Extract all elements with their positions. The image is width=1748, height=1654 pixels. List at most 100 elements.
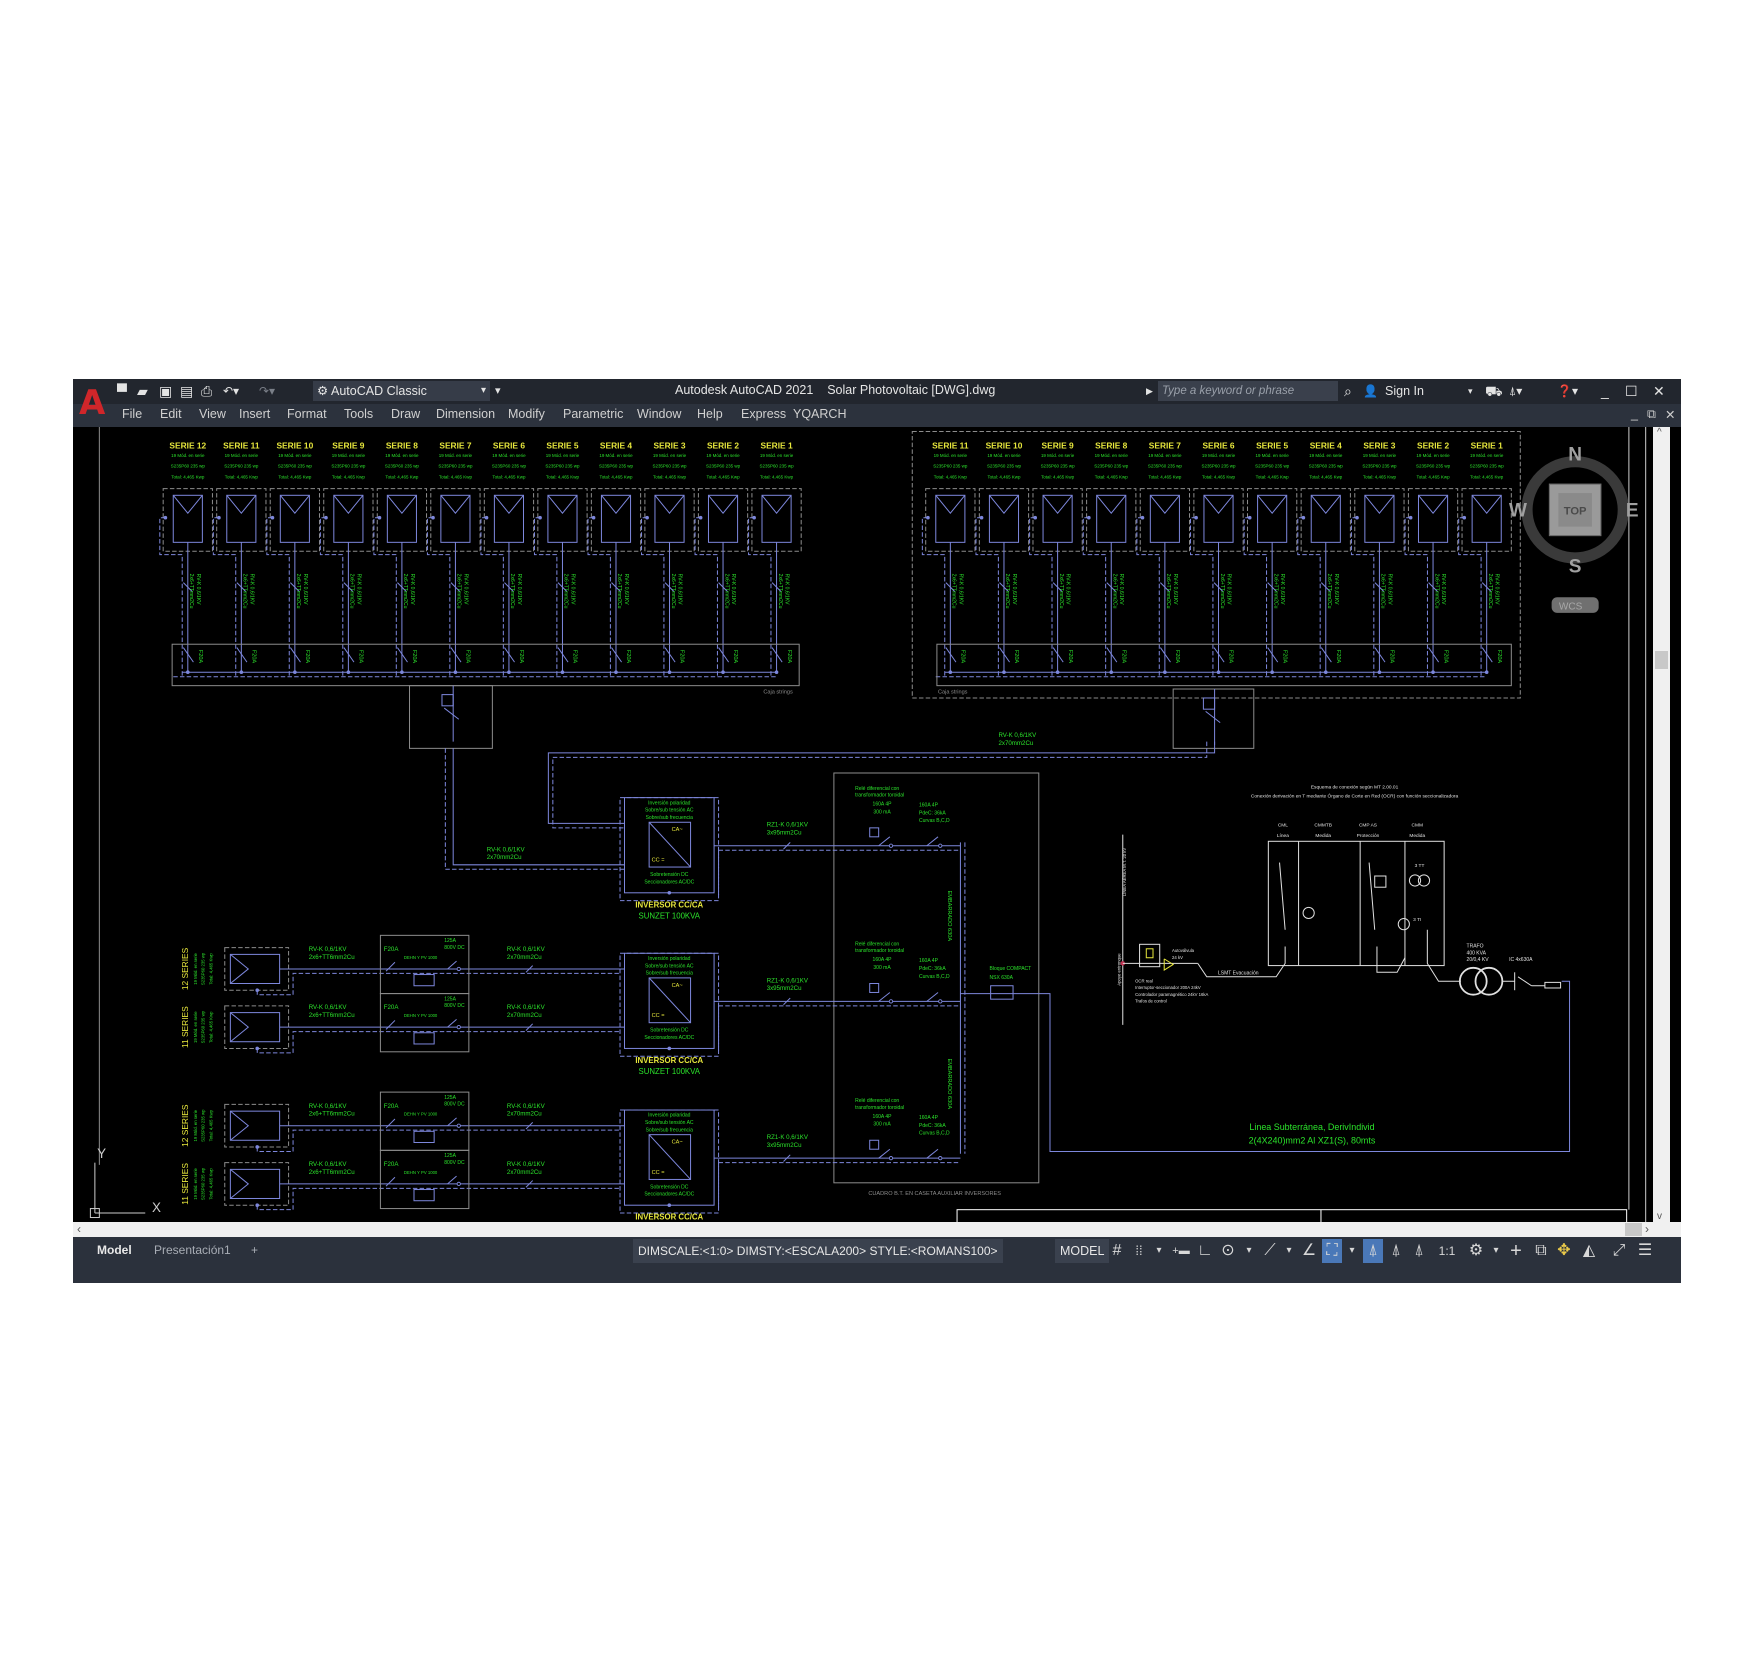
menu-dimension[interactable]: Dimension — [436, 407, 496, 421]
series-total: Total: 4,465 Kwp — [332, 475, 366, 480]
object-snap-tracking-icon[interactable]: ∠ — [1301, 1242, 1317, 1259]
menu-yqarch[interactable]: YQARCH — [793, 407, 847, 421]
string-cable-label: 2x6+TTmm2Cu — [563, 574, 569, 609]
expand-search-icon[interactable]: ▶ — [1146, 386, 1153, 396]
plot-icon[interactable]: ⎙ — [201, 383, 213, 399]
new-icon[interactable]: ▀ — [117, 383, 127, 399]
annotation-scale-icon[interactable]: ⍋ — [1414, 1242, 1424, 1259]
sign-in-button[interactable]: Sign In — [1385, 384, 1424, 398]
menu-modify[interactable]: Modify — [508, 407, 545, 421]
menu-window[interactable]: Window — [637, 407, 682, 421]
scroll-left-icon[interactable]: ‹ — [77, 1222, 81, 1236]
inverter-feature: Seccionadores AC/DC — [644, 1035, 694, 1041]
dynamic-input-icon[interactable]: +▬ — [1172, 1245, 1190, 1257]
app-title: Autodesk AutoCAD 2021 — [675, 383, 814, 397]
auto-scale-icon[interactable]: ⍋ — [1391, 1242, 1401, 1259]
dc-feeder-return — [444, 748, 625, 870]
menu-view[interactable]: View — [199, 407, 226, 421]
vertical-scroll-thumb[interactable] — [1655, 651, 1668, 669]
isodraft-icon[interactable]: ⟋ — [1264, 1242, 1276, 1259]
inverter-feature: Inversión polaridad — [648, 800, 691, 806]
switch-box — [409, 685, 493, 749]
series-total: Total: 4,465 Kwp — [1041, 475, 1075, 480]
scroll-right-icon[interactable]: › — [1645, 1222, 1649, 1236]
help-icon[interactable]: ❓▾ — [1557, 384, 1578, 398]
ucs-menu-button[interactable] — [1551, 597, 1599, 613]
return-wire — [1190, 517, 1214, 677]
series-label: SERIE 4 — [1310, 440, 1342, 450]
menu-express[interactable]: Express — [741, 407, 787, 421]
save-icon[interactable]: ▣ — [159, 383, 173, 399]
doc-minimize-button[interactable]: _ — [1631, 407, 1638, 421]
snap-dropdown-icon[interactable]: ▾ — [1156, 1245, 1162, 1256]
open-icon[interactable]: ▰ — [137, 383, 148, 399]
inverter-dc-label: CC = — [652, 857, 665, 863]
horizontal-scrollbar[interactable]: ‹ › — [73, 1222, 1681, 1237]
osnap-dropdown-icon[interactable]: ▾ — [1349, 1245, 1355, 1256]
menu-file[interactable]: File — [122, 407, 143, 421]
compass-east[interactable]: E — [1626, 501, 1639, 522]
graphics-performance-icon[interactable]: ◭ — [1582, 1242, 1596, 1259]
autodesk-app-icon[interactable]: ⍋▾ — [1509, 384, 1523, 398]
switch-label: 800V DC — [444, 945, 465, 951]
workspace-switch-icon[interactable]: ⚙ — [1468, 1242, 1484, 1259]
sign-in-dropdown-icon[interactable]: ▾ — [1468, 386, 1473, 396]
pv-panel-icon — [1042, 494, 1073, 543]
autocad-logo-icon[interactable]: A — [79, 383, 106, 423]
snap-icon[interactable]: ⁞⁞ — [1135, 1243, 1143, 1258]
ortho-icon[interactable]: ∟ — [1197, 1242, 1213, 1259]
workspace-dropdown-icon[interactable]: ▾ — [1493, 1245, 1499, 1256]
tab-presentacion1[interactable]: Presentación1 — [154, 1243, 231, 1257]
minimize-button[interactable]: _ — [1601, 383, 1609, 399]
polar-dropdown-icon[interactable]: ▾ — [1246, 1245, 1252, 1256]
search-input[interactable]: Type a keyword or phrase — [1158, 381, 1338, 401]
add-layout-tab-button[interactable]: + — [251, 1243, 259, 1257]
annotation-visibility-icon[interactable]: ⍋ — [1363, 1239, 1383, 1263]
undo-icon[interactable]: ↶▾ — [223, 384, 240, 398]
series-modules: 19 Mód. en serie — [193, 1167, 198, 1199]
return-wire — [1029, 517, 1053, 677]
series-modules: 19 Mód. en serie — [385, 453, 419, 458]
redo-icon[interactable]: ↷▾ — [259, 384, 276, 398]
tab-model[interactable]: Model — [97, 1243, 132, 1257]
workspace-dropdown[interactable]: ⚙ AutoCAD Classic ▾ — [313, 381, 490, 401]
compass-west[interactable]: W — [1509, 501, 1527, 522]
polar-tracking-icon[interactable]: ⊙ — [1221, 1242, 1235, 1259]
menu-edit[interactable]: Edit — [160, 407, 182, 421]
fuse-symbol — [397, 647, 408, 663]
compass-north[interactable]: N — [1568, 445, 1582, 466]
hardware-acceleration-icon[interactable]: ✥ — [1557, 1242, 1571, 1259]
menu-insert[interactable]: Insert — [239, 407, 271, 421]
save-as-icon[interactable]: ▤ — [180, 383, 194, 399]
scroll-down-icon[interactable]: v — [1657, 1211, 1662, 1222]
doc-restore-button[interactable]: ⧉ — [1647, 407, 1656, 421]
maximize-button[interactable]: ☐ — [1625, 383, 1638, 399]
viewcube-face-label[interactable]: TOP — [1564, 505, 1587, 517]
horizontal-scroll-thumb[interactable] — [1625, 1223, 1642, 1236]
scroll-up-icon[interactable]: ^ — [1657, 427, 1662, 438]
isolate-objects-icon[interactable]: ⧉ — [1535, 1242, 1547, 1259]
clean-screen-icon[interactable]: ⤢ — [1612, 1242, 1626, 1259]
menu-draw[interactable]: Draw — [391, 407, 421, 421]
menu-parametric[interactable]: Parametric — [563, 407, 624, 421]
customize-qat-icon[interactable]: ▾ — [495, 385, 501, 397]
vertical-scrollbar[interactable]: ^ v — [1653, 427, 1670, 1222]
isodraft-dropdown-icon[interactable]: ▾ — [1286, 1245, 1292, 1256]
cart-icon[interactable]: ⛟ — [1485, 383, 1503, 399]
annotation-monitor-icon[interactable]: + — [1510, 1240, 1522, 1262]
close-button[interactable]: ✕ — [1653, 383, 1665, 399]
doc-close-button[interactable]: ✕ — [1665, 408, 1676, 422]
annotation-scale-value[interactable]: 1:1 — [1438, 1244, 1456, 1258]
grid-icon[interactable]: # — [1112, 1242, 1122, 1259]
menu-tools[interactable]: Tools — [344, 407, 374, 421]
menu-help[interactable]: Help — [697, 407, 723, 421]
menu-format[interactable]: Format — [287, 407, 327, 421]
customization-menu-icon[interactable]: ☰ — [1637, 1242, 1653, 1259]
compass-south[interactable]: S — [1569, 557, 1582, 578]
model-space-toggle[interactable]: MODEL — [1055, 1239, 1110, 1263]
inverter-feature: Inversión polaridad — [648, 1113, 691, 1119]
object-snap-icon[interactable]: ⛶ — [1322, 1239, 1342, 1263]
search-icon[interactable]: ⌕ — [1344, 383, 1352, 399]
